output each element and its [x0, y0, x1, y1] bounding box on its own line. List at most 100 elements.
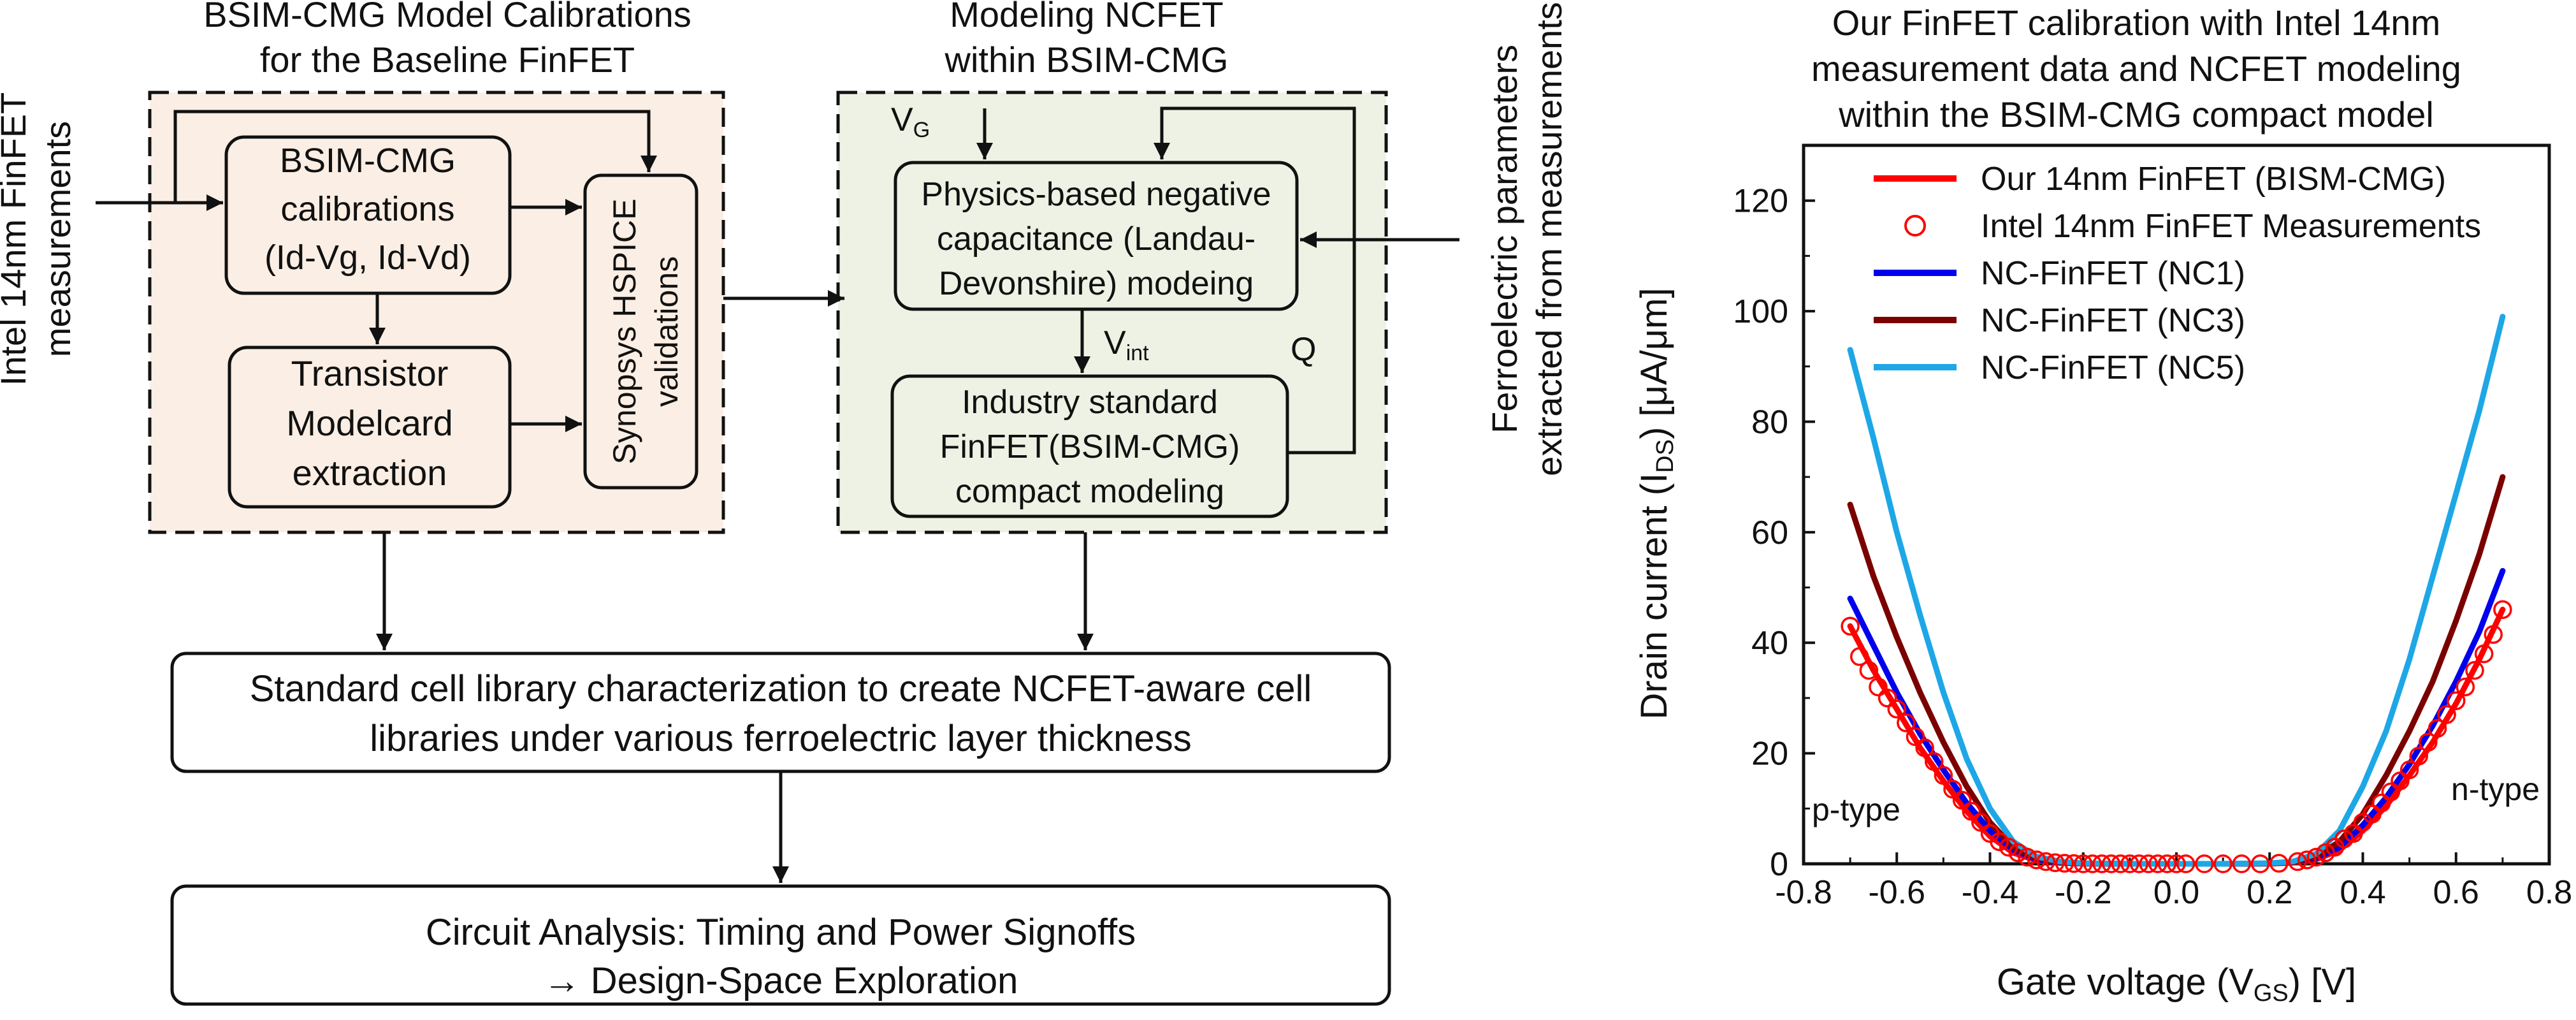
modelcard-line1: Transistor [291, 353, 449, 393]
circuit-box: Circuit Analysis: Timing and Power Signo… [170, 884, 1391, 1006]
measurement-point [2129, 854, 2149, 873]
middle-panel-title-line1: Modeling NCFET [950, 0, 1223, 34]
measurement-point [1915, 738, 1934, 757]
measurement-point [1878, 688, 1897, 708]
measurement-point [2101, 854, 2121, 873]
measurement-point [1859, 660, 1879, 680]
y-tick-label: 20 [1751, 736, 1788, 773]
measurement-point [1897, 713, 1916, 732]
legend-label: NC-FinFET (NC3) [1981, 302, 2245, 339]
left-panel-title-line2: for the Baseline FinFET [260, 40, 635, 80]
validation-line1: Synopsys HSPICE [607, 199, 642, 465]
measurement-point [1841, 616, 1860, 636]
measurement-point [1887, 699, 1906, 719]
measurement-point [1925, 752, 1944, 771]
plot-frame [1802, 143, 2551, 866]
measurement-point [2297, 850, 2317, 870]
measurement-point [2484, 625, 2503, 644]
measurement-point [1943, 780, 1962, 799]
calibration-line2: calibrations [280, 190, 454, 228]
measurement-point [2391, 771, 2410, 790]
measurement-point [1934, 766, 1953, 785]
physics-line2: capacitance (Landau- [937, 221, 1255, 258]
validation-box: Synopsys HSPICE validations [583, 173, 698, 490]
ferro-label-line2: extracted from measurements [1529, 2, 1569, 476]
modelcard-line2: Modelcard [286, 403, 452, 443]
measurement-point [2176, 854, 2196, 873]
ferro-label-line1: Ferroelectric parameters [1484, 45, 1524, 433]
chart-title-line2: measurement data and NCFET modeling [1811, 48, 2461, 89]
annotation-p-type: p-type [1812, 792, 1900, 827]
chart: Our FinFET calibration with Intel 14nm m… [1633, 3, 2572, 1007]
y-tick-label: 40 [1751, 625, 1788, 662]
y-tick-label: 80 [1751, 404, 1788, 441]
calibration-line3: (Id-Vg, Id-Vd) [264, 238, 471, 277]
x-tick-label: 0.4 [2340, 874, 2385, 911]
circuit-line2: → Design-Space Exploration [544, 960, 1018, 1002]
vg-label: VG [891, 101, 930, 142]
x-tick-label: -0.2 [2055, 874, 2112, 911]
chart-title-line1: Our FinFET calibration with Intel 14nm [1832, 3, 2440, 43]
baseline-panel [148, 91, 725, 534]
legend-label: Intel 14nm FinFET Measurements [1981, 208, 2481, 245]
series-line-3 [1847, 568, 2506, 867]
calibration-box: BSIM-CMG calibrations (Id-Vg, Id-Vd) [224, 135, 512, 295]
ferroelectric-params-label: Ferroelectric parameters extracted from … [1484, 2, 1569, 476]
chart-title-line3: within the BSIM-CMG compact model [1838, 94, 2434, 135]
measurement-point [2381, 782, 2401, 802]
modelcard-line3: extraction [293, 453, 447, 493]
measurement-point [2167, 854, 2186, 873]
measurement-point [2008, 843, 2028, 863]
y-tick-label: 120 [1733, 183, 1788, 220]
physics-line1: Physics-based negative [921, 176, 1271, 213]
measurement-point [2055, 854, 2074, 873]
annotation-n-type: n-type [2451, 771, 2540, 807]
measurement-point [2269, 854, 2289, 873]
industry-line3: compact modeling [955, 473, 1224, 510]
measurement-point [2213, 854, 2232, 873]
x-tick-label: -0.4 [1962, 874, 2019, 911]
legend-label: NC-FinFET (NC1) [1981, 255, 2245, 292]
measurement-point [2399, 760, 2419, 780]
intel-measurements-label: Intel 14nm FinFET measurements [0, 92, 78, 386]
measurement-point [2372, 793, 2391, 813]
y-tick-label: 0 [1770, 846, 1788, 883]
measurement-point [2419, 732, 2438, 752]
measurement-point [2288, 852, 2307, 871]
measurement-point [1999, 838, 2018, 857]
measurement-point [2250, 854, 2270, 873]
library-box: Standard cell library characterization t… [170, 652, 1391, 773]
x-tick-label: -0.6 [1868, 874, 1925, 911]
measurement-point [1962, 801, 1981, 821]
calibration-line1: BSIM-CMG [280, 142, 456, 180]
validation-line2: validations [649, 256, 684, 407]
industry-line1: Industry standard [962, 384, 1218, 421]
circuit-line1: Circuit Analysis: Timing and Power Signo… [426, 912, 1136, 953]
measurement-point [2474, 644, 2494, 664]
measurement-point [2064, 854, 2083, 873]
measurement-point [2027, 850, 2046, 870]
measurement-point [2363, 805, 2382, 824]
measurement-point [2148, 854, 2167, 873]
x-tick-label: -0.8 [1775, 874, 1832, 911]
measurement-point [1990, 832, 2009, 852]
x-tick-label: 0.0 [2153, 874, 2199, 911]
measurement-point [1971, 813, 1990, 832]
measurement-point [2428, 718, 2447, 738]
measurement-point [2306, 847, 2326, 867]
measurement-point [2092, 854, 2111, 873]
measurement-point [2334, 829, 2354, 849]
measurement-point [2409, 747, 2428, 766]
series-layer [1841, 314, 2512, 873]
y-axis-label-group: Drain current (IDS) [μA/μm] [1633, 288, 1679, 719]
y-tick-label: 60 [1751, 514, 1788, 551]
measurement-point [2465, 660, 2484, 680]
measurement-point [2447, 691, 2466, 711]
measurement-point [1850, 647, 1869, 666]
intel-label-line1: Intel 14nm FinFET [0, 92, 33, 386]
arrow-feedback-to-validation [173, 110, 657, 203]
x-tick-label: 0.6 [2433, 874, 2479, 911]
